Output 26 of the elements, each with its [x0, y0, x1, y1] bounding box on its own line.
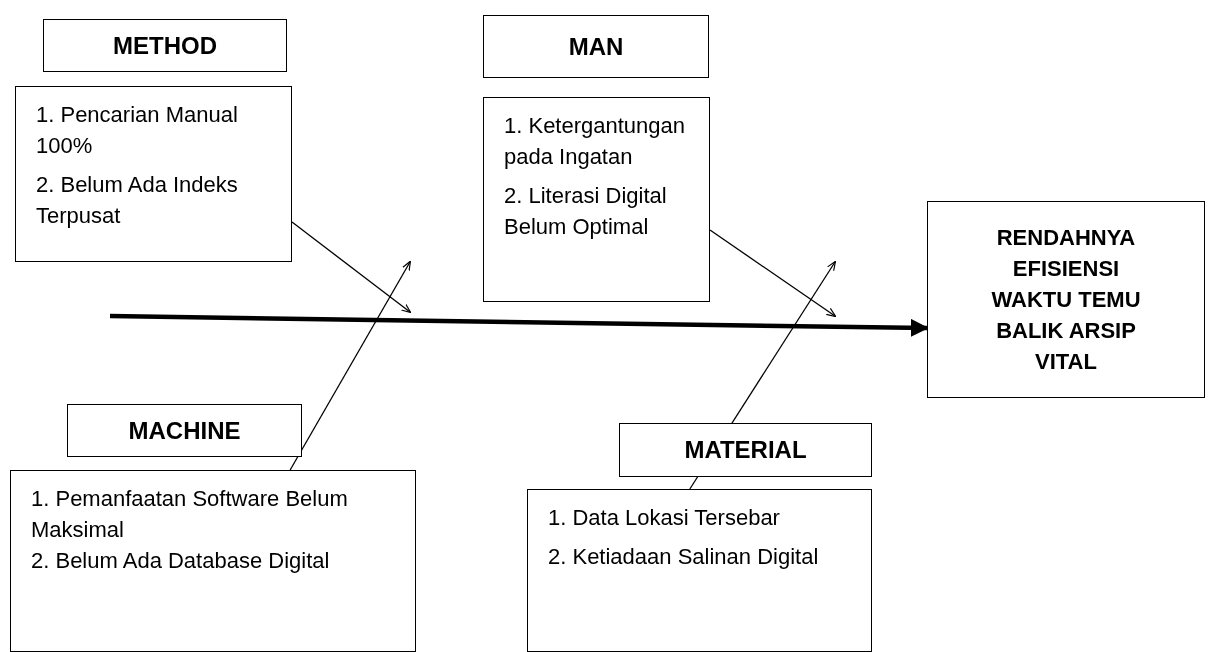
- category-label: MAN: [568, 32, 624, 61]
- effect-box: [927, 201, 1205, 398]
- cause-item-text: 1. Pencarian Manual 100%: [36, 101, 239, 160]
- cause-item-text: 2. Belum Ada Indeks Terpusat: [36, 171, 239, 230]
- cause-list-box: [527, 489, 872, 652]
- cause-item-text: 2. Belum Ada Database Digital: [31, 547, 331, 575]
- cause-list-box: [15, 86, 292, 262]
- category-header-box: [67, 404, 302, 457]
- cause-list-box: [483, 97, 710, 302]
- cause-item-text: 1. Data Lokasi Tersebar: [548, 504, 781, 532]
- category-header-box: [619, 423, 872, 477]
- cause-item-text: 2. Literasi Digital Belum Optimal: [504, 182, 668, 241]
- category-header-box: [483, 15, 709, 78]
- cause-item-text: 2. Ketiadaan Salinan Digital: [548, 543, 820, 571]
- effect-text: RENDAHNYA EFISIENSI WAKTU TEMU BALIK ARSIP VITAL: [990, 224, 1142, 376]
- cause-arrow: [289, 260, 412, 471]
- cause-list-box: [10, 470, 416, 652]
- cause-arrow: [291, 221, 412, 314]
- cause-item-text: 1. Ketergantungan pada Ingatan: [504, 112, 687, 171]
- cause-item-text: 1. Pemanfaatan Software Belum Maksimal: [31, 485, 349, 544]
- spine-arrow: [109, 313, 929, 337]
- category-label: METHOD: [113, 31, 217, 60]
- category-label: MACHINE: [128, 416, 241, 445]
- cause-arrow: [709, 229, 837, 318]
- category-label: MATERIAL: [684, 436, 807, 464]
- category-header-box: [43, 19, 287, 72]
